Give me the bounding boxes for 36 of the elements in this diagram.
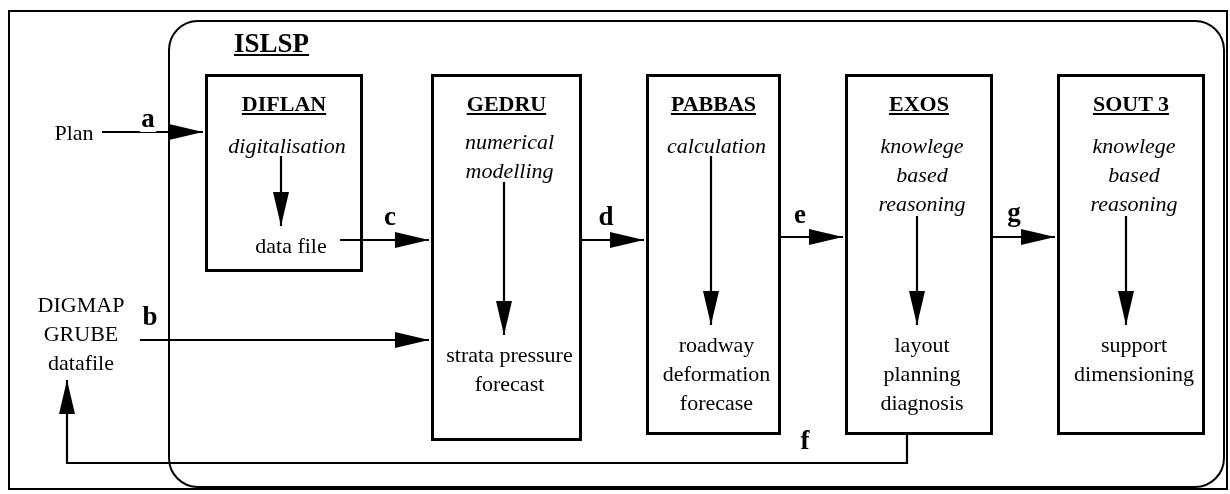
output-text: data file: [237, 231, 345, 261]
output-text: roadway deformation forecase: [651, 330, 782, 420]
function-text: calculation: [651, 131, 782, 161]
arrow: [59, 380, 909, 465]
module-box: [205, 74, 363, 272]
module-title: SOUT 3: [1092, 91, 1170, 117]
module-title: DIFLAN: [240, 91, 328, 117]
arrow: [496, 182, 512, 335]
module-box: [431, 74, 582, 441]
arrow: [580, 232, 644, 248]
module-title: PABBAS: [669, 91, 758, 117]
arrow: [703, 156, 719, 325]
arrow: [779, 229, 843, 245]
arrow: [273, 156, 289, 226]
arrow: [340, 232, 429, 248]
output-text: layout planning diagnosis: [867, 330, 977, 420]
module-title: GEDRU: [465, 91, 548, 117]
output-text: support dimensioning: [1064, 330, 1204, 390]
function-text: digitalisation: [211, 131, 363, 161]
arrow: [1118, 216, 1134, 325]
module-box: [1057, 74, 1205, 435]
module-title: EXOS: [888, 91, 950, 117]
arrow: [991, 229, 1055, 245]
function-text: knowlege based reasoning: [867, 131, 977, 221]
module-box: [646, 74, 781, 435]
output-text: DIGMAP GRUBE datafile: [22, 290, 140, 380]
module-box: [845, 74, 993, 435]
arrow: [102, 124, 203, 140]
function-text: numerical modelling: [438, 127, 581, 187]
arrow: [909, 216, 925, 325]
system-container: [168, 20, 1225, 488]
system-title: ISLSP: [234, 28, 310, 58]
function-text: knowlege based reasoning: [1079, 131, 1189, 221]
output-text: strata pressure forecast: [438, 340, 581, 430]
arrow: [140, 332, 429, 348]
output-text: Plan: [46, 118, 102, 148]
